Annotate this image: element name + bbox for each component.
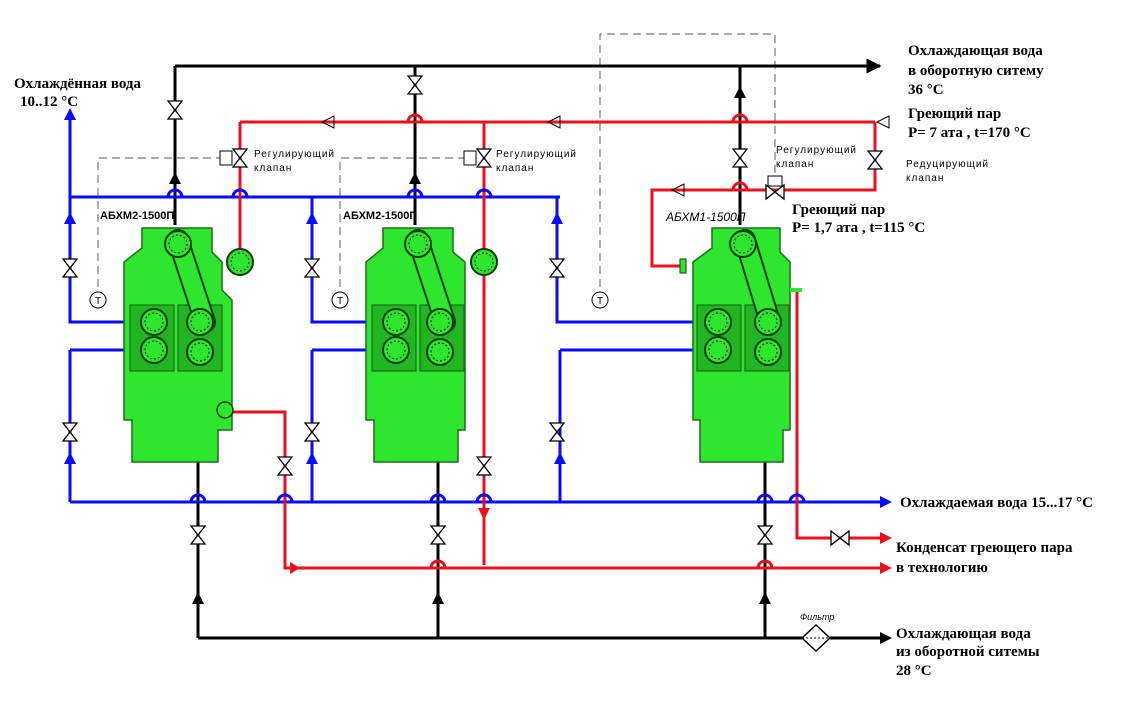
label-reg-valve-1b: клапан [254, 163, 292, 174]
label-thermometer-1: Т [95, 296, 102, 307]
label-steam-hp-params: Р= 7 ата , t=170 °С [908, 125, 1031, 141]
label-cooling-in-src: из оборотной ситемы [896, 644, 1040, 660]
label-chilled-water-temp: 10..12 °С [20, 94, 78, 110]
label-reg-valve-2b: клапан [496, 163, 534, 174]
actuator-icon [219, 150, 233, 166]
pipe-crossovers [166, 113, 806, 569]
unit-3 [679, 227, 802, 463]
control-lines [97, 33, 776, 300]
label-chilled-water: Охлаждённая вода [14, 76, 142, 92]
label-cooling-out-dest: в оборотную ситему [908, 63, 1044, 79]
label-cooling-in: Охлаждающая вода [896, 626, 1031, 642]
label-thermometer-3: Т [597, 296, 604, 307]
label-unit-2: АБХМ2-1500П [343, 210, 417, 222]
filter-icon [800, 623, 832, 653]
label-thermometer-2: Т [337, 296, 344, 307]
label-steam-hp: Греющий пар [908, 106, 1001, 122]
label-filter: Фильтр [800, 612, 834, 622]
labels: Охлаждённая вода 10..12 °С Охлаждающая в… [14, 43, 1093, 679]
label-condensate-dest: в технологию [896, 560, 988, 576]
label-reg-valve-2: Регулирующий [496, 149, 577, 160]
label-reg-valve-1: Регулирующий [254, 149, 335, 160]
label-cooling-out: Охлаждающая вода [908, 43, 1043, 59]
valves [62, 75, 883, 546]
label-cooling-in-temp: 28 °С [896, 663, 932, 679]
label-reducing-valve: Редуцирующий [906, 159, 989, 170]
label-reg-valve-3b: клапан [776, 159, 814, 170]
unit-2 [365, 227, 498, 463]
label-steam-lp-params: Р= 1,7 ата , t=115 °С [792, 220, 925, 236]
label-unit-3: АБХМ1-1500П [665, 210, 746, 224]
label-condensate: Конденсат греющего пара [896, 540, 1073, 556]
label-chilled-in: Охлаждаемая вода 15...17 °С [900, 495, 1093, 511]
label-cooling-out-temp: 36 °С [908, 82, 944, 98]
label-reg-valve-3: Регулирующий [776, 145, 857, 156]
label-steam-lp: Греющий пар [792, 202, 885, 218]
label-reducing-valve-b: клапан [906, 173, 944, 184]
steam-pipes [228, 115, 892, 574]
label-unit-1: АБХМ2-1500П [100, 210, 174, 222]
unit-1 [123, 227, 254, 463]
